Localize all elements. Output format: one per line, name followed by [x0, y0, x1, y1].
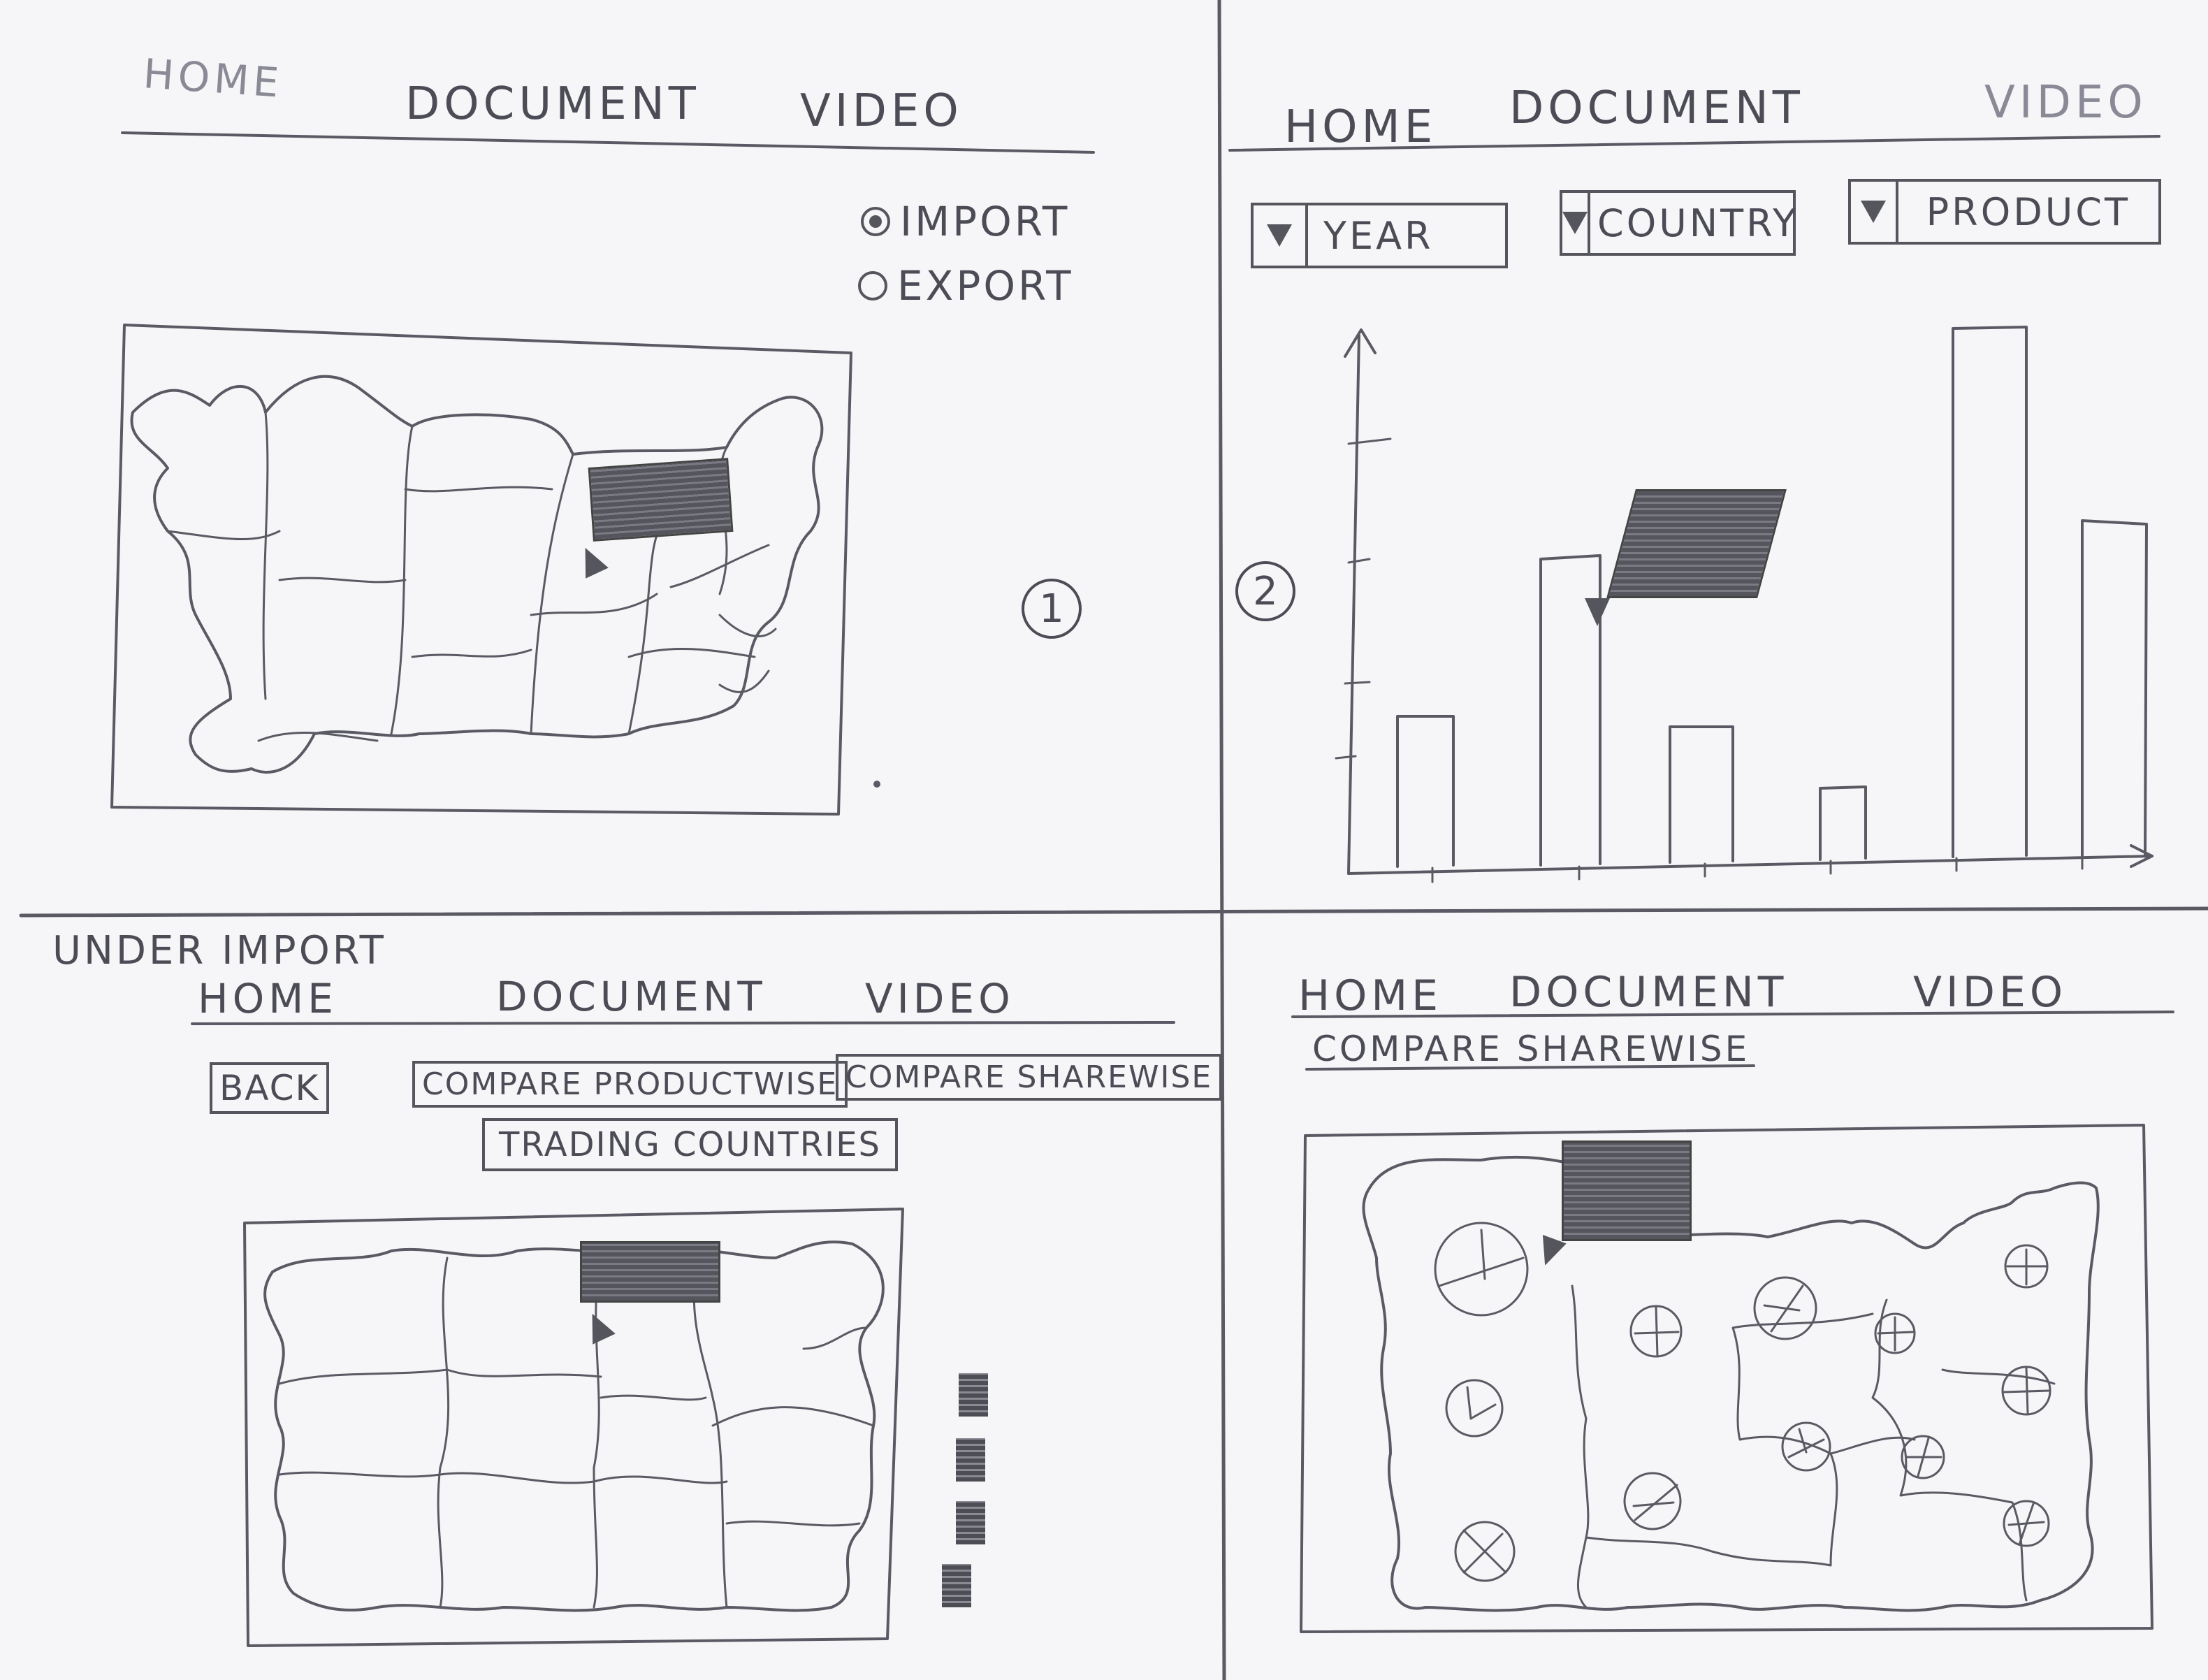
- compare-productwise-button[interactable]: COMPARE PRODUCTWISE: [412, 1061, 848, 1108]
- legend-swatch: [956, 1438, 985, 1482]
- legend-swatch: [959, 1373, 988, 1417]
- p1-map-frame: [112, 325, 851, 814]
- p1-map-tooltip: [588, 458, 734, 542]
- p1-nav-home[interactable]: HOME: [141, 50, 285, 107]
- p3-map-frame: [245, 1209, 903, 1646]
- p3-nav-video[interactable]: VIDEO: [865, 975, 1015, 1022]
- p2-filter-product[interactable]: PRODUCT: [1848, 179, 2161, 245]
- p1-radio-import[interactable]: IMPORT: [861, 198, 1070, 245]
- back-button[interactable]: BACK: [210, 1062, 330, 1114]
- radio-icon: [858, 271, 887, 300]
- chart-bar: [1670, 727, 1733, 862]
- p3-nav-home[interactable]: HOME: [198, 975, 337, 1022]
- compare-sharewise-label: COMPARE SHAREWISE: [845, 1059, 1213, 1095]
- p2-nav-document[interactable]: DOCUMENT: [1509, 82, 1804, 134]
- p4-nav-video[interactable]: VIDEO: [1913, 968, 2068, 1017]
- p2-filter-country-label: COUNTRY: [1597, 201, 1799, 245]
- pie-marker-icon: [1875, 1314, 1915, 1353]
- p2-nav-home[interactable]: HOME: [1284, 101, 1437, 153]
- pie-marker-icon: [2004, 1501, 2049, 1546]
- p1-nav-document[interactable]: DOCUMENT: [405, 78, 700, 130]
- p2-y-axis: [1349, 335, 1359, 874]
- p4-heading-underline: [1307, 1066, 1754, 1069]
- pie-marker-icon: [1455, 1522, 1514, 1581]
- chart-bar: [1820, 787, 1866, 860]
- p3-caption: UNDER IMPORT: [52, 928, 386, 973]
- p2-panel-number: 2: [1235, 561, 1295, 621]
- panel-divider-vertical: [1219, 0, 1224, 1680]
- pie-marker-icon: [1625, 1473, 1680, 1529]
- p4-nav-document[interactable]: DOCUMENT: [1509, 968, 1788, 1017]
- p1-nav-video[interactable]: VIDEO: [800, 85, 963, 137]
- p2-bars: [1397, 327, 2147, 867]
- p1-radio-export[interactable]: EXPORT: [858, 262, 1074, 310]
- chart-bar: [1953, 327, 2026, 857]
- p2-nav-underline: [1230, 136, 2159, 150]
- cursor-icon: [1585, 598, 1610, 626]
- dropdown-arrow-icon: [1851, 182, 1898, 242]
- pie-marker-icon: [2005, 1245, 2047, 1287]
- p1-stray-mark: [875, 782, 879, 786]
- p2-nav-video[interactable]: VIDEO: [1984, 77, 2147, 129]
- p2-filter-country[interactable]: COUNTRY: [1560, 190, 1796, 256]
- p1-radio-import-label: IMPORT: [900, 198, 1070, 245]
- panel-divider-horizontal: [21, 908, 2208, 915]
- dropdown-arrow-icon: [1562, 193, 1590, 253]
- p4-map-regions: [1572, 1286, 2054, 1607]
- chart-bar: [1397, 716, 1453, 867]
- p4-heading: COMPARE SHAREWISE: [1312, 1029, 1750, 1069]
- p2-chart-tooltip: [1606, 489, 1787, 598]
- p1-map-regions: [168, 412, 776, 741]
- p1-nav-underline: [122, 133, 1094, 152]
- back-button-label: BACK: [219, 1068, 320, 1108]
- p4-map-tooltip: [1562, 1140, 1692, 1241]
- p3-map-regions: [279, 1258, 873, 1607]
- p3-nav-document[interactable]: DOCUMENT: [496, 973, 767, 1020]
- p2-y-axis-arrow: [1345, 330, 1375, 356]
- pie-marker-icon: [1755, 1277, 1816, 1339]
- p1-map-outline: [131, 377, 822, 772]
- compare-productwise-label: COMPARE PRODUCTWISE: [422, 1066, 838, 1102]
- trading-countries-button[interactable]: TRADING COUNTRIES: [482, 1118, 898, 1171]
- p3-nav-underline: [192, 1022, 1174, 1024]
- pie-marker-icon: [1435, 1223, 1527, 1315]
- compare-sharewise-button[interactable]: COMPARE SHAREWISE: [836, 1054, 1223, 1101]
- p4-map-outline: [1363, 1157, 2098, 1611]
- pie-marker-icon: [1902, 1436, 1944, 1478]
- legend-swatch: [956, 1501, 985, 1544]
- pie-marker-icon: [1631, 1306, 1681, 1356]
- p2-filter-product-label: PRODUCT: [1926, 189, 2130, 234]
- p1-panel-number: 1: [1022, 579, 1082, 639]
- p2-x-ticks: [1432, 856, 2082, 882]
- p2-x-axis-arrow: [2131, 846, 2152, 867]
- legend-swatch: [942, 1564, 971, 1607]
- pie-marker-icon: [1782, 1423, 1830, 1470]
- p3-map-tooltip: [580, 1241, 720, 1303]
- p4-nav-underline: [1293, 1012, 2173, 1017]
- p2-y-ticks: [1336, 439, 1390, 758]
- p4-map-frame: [1301, 1125, 2152, 1632]
- dropdown-arrow-icon: [1254, 205, 1308, 266]
- pie-marker-icon: [2003, 1367, 2050, 1414]
- p4-nav-home[interactable]: HOME: [1298, 971, 1443, 1020]
- p2-x-axis: [1349, 856, 2152, 874]
- p4-pie-markers: [1435, 1223, 2050, 1581]
- chart-bar: [1541, 556, 1600, 865]
- p1-radio-export-label: EXPORT: [897, 262, 1074, 310]
- radio-icon: [861, 207, 890, 236]
- p3-map-outline: [265, 1242, 883, 1610]
- trading-countries-label: TRADING COUNTRIES: [499, 1125, 881, 1164]
- chart-bar: [2082, 521, 2147, 855]
- p2-filter-year-label: YEAR: [1323, 213, 1434, 258]
- p2-filter-year[interactable]: YEAR: [1251, 203, 1508, 268]
- pie-marker-icon: [1446, 1380, 1502, 1436]
